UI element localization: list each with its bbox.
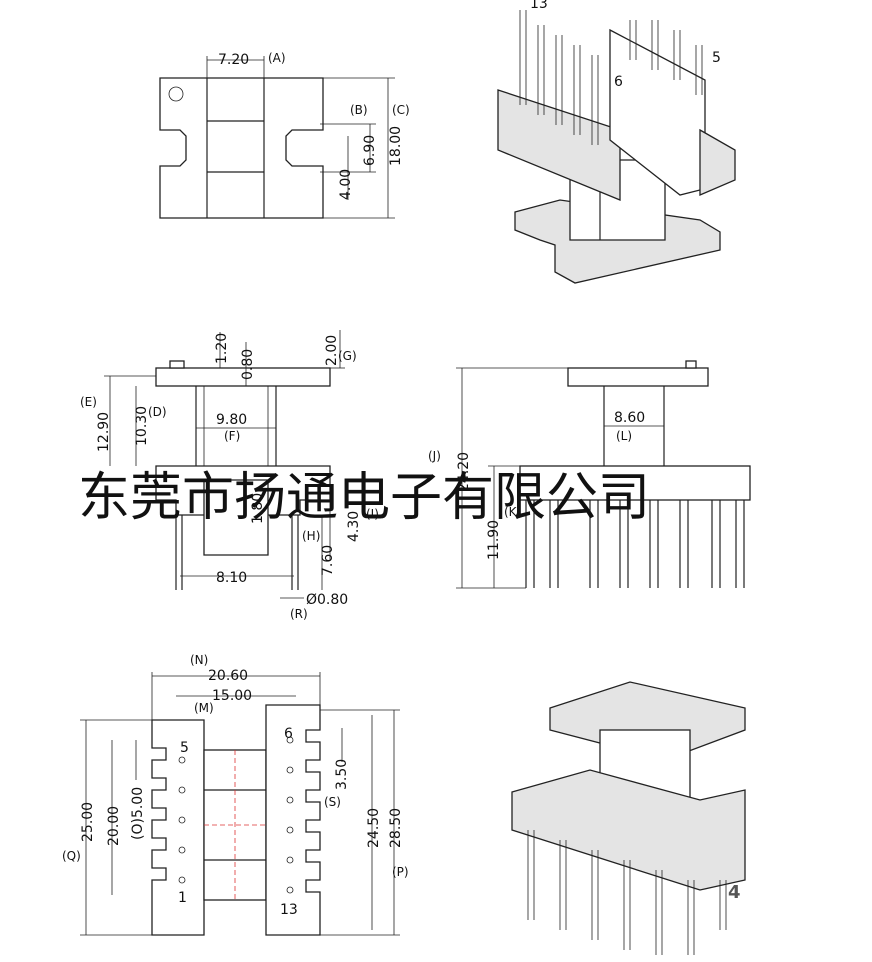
dim-n: 20.60 [208,668,248,684]
pin-5: 5 [180,740,189,756]
dim-l: 8.60 [614,410,645,426]
dim-j: 24.20 [456,452,472,492]
watermark-text: 东莞市扬通电子有限公司 [78,468,650,528]
label-i: (I) [366,507,379,521]
label-q: (Q) [62,849,81,863]
dim-s: 3.50 [334,759,350,790]
dim-f: 9.80 [216,412,247,428]
dim-q: 25.00 [80,802,96,842]
pin-row [519,10,703,145]
label-f: (F) [224,429,240,443]
dim-d: 10.30 [134,406,150,446]
dim-top: 1.20 [214,333,230,364]
top-view: 7.20 (A) 18.00 (C) 6.90 (B) 4.00 [159,51,410,219]
front-view: 1.20 0.80 2.00 (G) 12.90 (E) 10.30 (D) 9… [80,330,379,621]
label-h: (H) [302,529,320,543]
label-r: (R) [290,607,308,621]
label-n: (N) [190,653,208,667]
mounting-hole-icon [168,86,184,102]
dim-e: 12.90 [96,412,112,452]
iso-pin-5: 5 [712,50,721,66]
label-p: (P) [392,865,409,879]
iso-tag: 4 [728,882,741,903]
dim-c: 18.00 [388,126,404,166]
label-l: (L) [616,429,632,443]
dim-h: 7.60 [320,545,336,576]
dim-k: 11.90 [486,520,502,560]
label-d: (D) [148,405,167,419]
dim-span: 8.10 [216,570,247,586]
isometric-view-bottom: 4 [511,681,746,955]
dim-width: 7.20 [218,52,249,68]
dim-p2: 28.50 [388,808,404,848]
side-view: 8.60 (L) 24.20 (J) 11.90 (K) [428,360,751,589]
dim-slot: 4.00 [338,169,354,200]
label-j: (J) [428,449,441,463]
pin-6: 6 [284,726,293,742]
dim-pin: Ø0.80 [306,592,348,608]
label-k: (K) [504,505,521,519]
label-s: (S) [324,795,341,809]
dim-o1: 20.00 [106,806,122,846]
dim-i: 4.30 [346,511,362,542]
label-c: (C) [392,103,410,117]
dim-p1: 24.50 [366,808,382,848]
iso-pin-13: 13 [530,0,548,12]
label-a: (A) [268,51,286,65]
dim-m: 15.00 [212,688,252,704]
pin-13: 13 [280,902,298,918]
label-g: (G) [338,349,357,363]
isometric-view-top: 13 6 5 [497,0,736,284]
dim-b: 6.90 [362,135,378,166]
dim-base: 1.80 [250,493,266,524]
dim-g: 2.00 [324,335,340,366]
pin-holes [178,736,294,894]
iso-pins [527,830,727,955]
pin-1: 1 [178,890,187,906]
dim-rim: 0.80 [240,349,256,380]
label-b: (B) [350,103,368,117]
label-m: (M) [194,701,214,715]
dim-o2: (O)5.00 [130,787,146,840]
label-e: (E) [80,395,97,409]
iso-pin-6: 6 [614,74,623,90]
bottom-view: 5 1 6 13 20.60 (N) 15.00 (M) 25.00 (Q) 2… [62,653,409,936]
side-pins [525,500,745,588]
